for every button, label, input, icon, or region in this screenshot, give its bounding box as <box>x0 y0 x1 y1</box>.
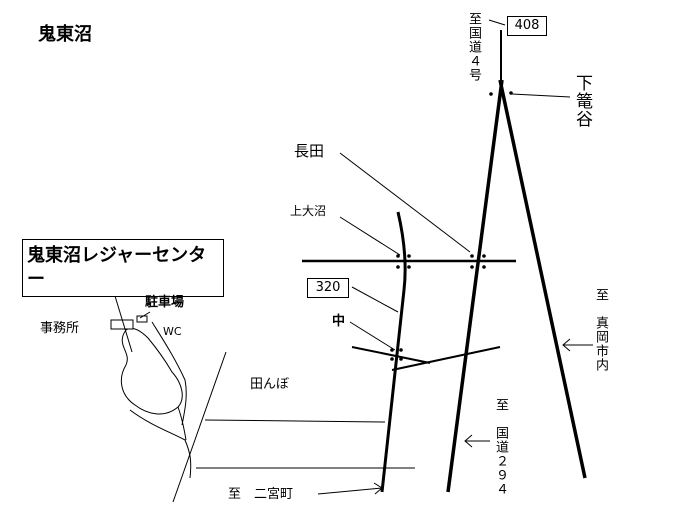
intersection-dots <box>390 91 513 361</box>
map-title: 鬼東沼 <box>38 24 92 45</box>
route-320-box: 320 <box>307 278 349 298</box>
leader-320 <box>351 286 399 313</box>
leader-nagata <box>339 152 471 253</box>
naka-label: 中 <box>332 314 346 329</box>
leader-parking <box>139 311 151 319</box>
arrow-to-moka <box>562 338 593 352</box>
rice-field-label: 田んぼ <box>250 377 290 392</box>
road-diagonal-west <box>172 351 227 503</box>
office-building <box>110 319 134 330</box>
route-408-destination: 至国道４号 <box>466 12 481 82</box>
shimokamagai-label: 下篭谷 <box>572 74 592 128</box>
road-naka-b <box>391 346 501 371</box>
parking-label: 駐車場 <box>145 295 185 310</box>
leader-shimokamagai <box>511 93 571 98</box>
wc-building <box>136 315 148 323</box>
road-route-320 <box>380 211 407 493</box>
kamioonuma-label: 上大沼 <box>290 204 327 218</box>
road-route-408-to-moka <box>498 79 587 479</box>
leisure-center-label: 鬼東沼レジャーセンター <box>27 245 207 290</box>
road-route-408-to-294 <box>446 79 504 493</box>
nagata-label: 長田 <box>294 142 325 160</box>
lake-stream <box>129 409 192 479</box>
wc-label: WC <box>163 325 182 338</box>
to-294-label: 至 国道２９４ <box>493 398 508 496</box>
leader-408 <box>488 19 506 26</box>
leader-center <box>114 295 133 353</box>
lake-kitounuma <box>120 327 183 415</box>
road-west-upper <box>204 419 386 423</box>
office-label: 事務所 <box>40 321 80 336</box>
lake-east-shore <box>151 321 187 426</box>
leader-naka <box>349 321 396 351</box>
to-moka-label: 至 真岡市内 <box>593 288 608 372</box>
arrow-to-294 <box>464 434 490 448</box>
road-naka-a <box>351 346 431 364</box>
leisure-center-box: 鬼東沼レジャーセンター <box>22 239 224 297</box>
leader-kamioonuma <box>339 216 401 256</box>
to-ninomiya-label: 至 二宮町 <box>228 487 294 502</box>
route-408-box: 408 <box>507 16 547 36</box>
arrow-to-ninomiya <box>317 482 383 495</box>
